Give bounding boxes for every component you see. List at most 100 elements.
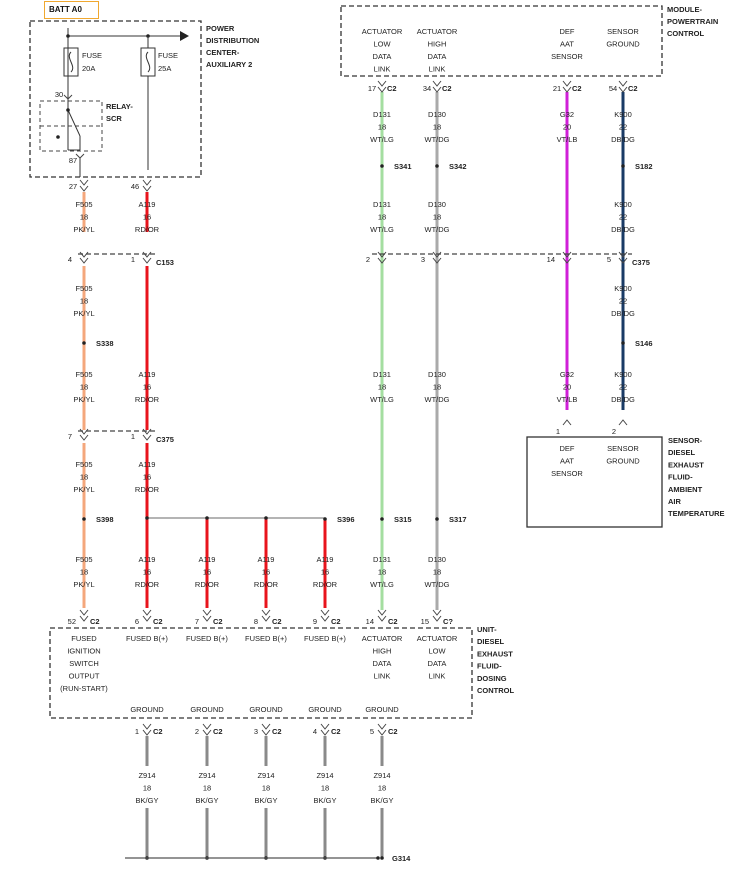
label-a119-line-0: A119: [139, 200, 156, 209]
dosing-title-line-3: FLUID-: [477, 662, 502, 671]
pcm-connector-icon: [562, 80, 572, 93]
relay-pin-30: 30: [55, 90, 63, 99]
label-k900-line-2: DB/DG: [611, 135, 635, 144]
pcm-pin-number-2: 21: [553, 84, 561, 93]
c375a-p1-icon: [377, 251, 387, 264]
pdc-pin-27: 27: [69, 182, 77, 191]
sensor-term-icon: [562, 419, 572, 426]
label-f505-line-2: PK/YL: [73, 309, 94, 318]
dosing-conn-name-4: C2: [331, 617, 341, 626]
dosing-pin-number-3: 8: [254, 617, 258, 626]
sensor-title-line-4: AMBIENT: [668, 485, 703, 494]
c153-p1-pin: 4: [68, 255, 72, 264]
label-d131-line-2: WT/LG: [370, 225, 394, 234]
label-f505-line-2: PK/YL: [73, 225, 94, 234]
bus-node: [66, 34, 70, 38]
dosing-pin-label-6-line-2: DATA: [428, 659, 447, 668]
dosing-pin-label-0-line-1: IGNITION: [67, 647, 100, 656]
dosing-pin-number-1: 6: [135, 617, 139, 626]
label-a119-line-1: 16: [262, 568, 270, 577]
label-d131-line-1: 18: [378, 213, 386, 222]
label-a119-line-1: 16: [203, 568, 211, 577]
bus-arrow-icon: [180, 31, 189, 41]
label-z914-line-1: 18: [262, 784, 270, 793]
c375a-p4-icon: [618, 251, 628, 264]
splice-s317-label: S317: [449, 515, 467, 524]
label-a119-line-0: A119: [139, 460, 156, 469]
ground-pin-4: 5: [370, 727, 374, 736]
fuse-element-icon: [145, 51, 151, 73]
dosing-conn-name-3: C2: [272, 617, 282, 626]
label-d131-line-0: D131: [373, 110, 391, 119]
sensor-title-line-1: DIESEL: [668, 448, 696, 457]
dosing-title-line-4: DOSING: [477, 674, 507, 683]
label-f505-line-1: 18: [80, 213, 88, 222]
splice-s182-label: S182: [635, 162, 653, 171]
bus-junction: [264, 516, 268, 520]
label-d131-line-0: D131: [373, 555, 391, 564]
relay-pin-87: 87: [69, 156, 77, 165]
label-a119-line-2: RD/OR: [254, 580, 279, 589]
pcm-pin-label-0-line-2: DATA: [373, 52, 392, 61]
dosing-conn-name-0: C2: [90, 617, 100, 626]
pcm-conn-name-2: C2: [572, 84, 582, 93]
pcm-pin-label-2-line-1: AAT: [560, 40, 574, 49]
label-a119-line-1: 16: [143, 383, 151, 392]
label-f505-line-0: F505: [75, 370, 92, 379]
pcm-pin-label-1-line-2: DATA: [428, 52, 447, 61]
label-a119-line-0: A119: [258, 555, 275, 564]
c375a-p3-icon: [562, 251, 572, 264]
dosing-title-line-2: EXHAUST: [477, 649, 513, 658]
splice-s341-dot: [380, 164, 384, 168]
label-f505-line-0: F505: [75, 200, 92, 209]
ground-label-3: GROUND: [308, 705, 342, 714]
ground-pin-3: 4: [313, 727, 317, 736]
label-z914-line-0: Z914: [198, 771, 215, 780]
pcm-pin-number-0: 17: [368, 84, 376, 93]
splice-s396-label: S396: [337, 515, 355, 524]
sensor-pin-label-1-line-0: SENSOR: [607, 444, 639, 453]
label-f505-line-2: PK/YL: [73, 580, 94, 589]
dosing-connector-icon: [320, 609, 330, 622]
label-d130-line-2: WT/DG: [425, 580, 450, 589]
sensor-title-line-5: AIR: [668, 497, 682, 506]
label-a119-line-2: RD/OR: [135, 485, 160, 494]
label-d131-line-2: WT/LG: [370, 395, 394, 404]
relay-term-icon: [75, 153, 85, 159]
fuse-25a-label: FUSE: [158, 51, 178, 60]
label-a119-line-1: 16: [143, 473, 151, 482]
splice-s182-dot: [621, 164, 625, 168]
ground-connector-icon: [377, 723, 387, 736]
sensor-pin-label-1-line-1: GROUND: [606, 457, 640, 466]
label-d130-line-1: 18: [433, 383, 441, 392]
c375b-p2-pin: 1: [131, 432, 135, 441]
c375b-p2-icon: [142, 428, 152, 441]
label-f505-line-1: 18: [80, 568, 88, 577]
relay-switch-icon: [67, 109, 81, 137]
ground-label-2: GROUND: [249, 705, 283, 714]
pdc-title-line-1: DISTRIBUTION: [206, 36, 259, 45]
ground-g314: G314: [392, 854, 411, 863]
relay-label-line-1: SCR: [106, 114, 122, 123]
label-d130-line-0: D130: [428, 555, 446, 564]
label-d131-line-0: D131: [373, 200, 391, 209]
c375a-p1-pin: 2: [366, 255, 370, 264]
label-a119-line-2: RD/OR: [195, 580, 220, 589]
label-d130-line-2: WT/DG: [425, 395, 450, 404]
dosing-pin-label-0-line-3: OUTPUT: [69, 672, 100, 681]
label-k900-line-0: K900: [614, 370, 632, 379]
label-z914-line-0: Z914: [138, 771, 155, 780]
sensor-pin-number-0: 1: [556, 427, 560, 436]
fuse-element-icon: [68, 51, 74, 73]
label-a119-line-0: A119: [317, 555, 334, 564]
splice-s317-dot: [435, 517, 439, 521]
label-a119-line-2: RD/OR: [313, 580, 338, 589]
pcm-conn-name-1: C2: [442, 84, 452, 93]
label-z914-line-2: BK/GY: [314, 796, 337, 805]
dosing-box: [49, 627, 473, 719]
splice-s315-label: S315: [394, 515, 412, 524]
label-z914-line-1: 18: [143, 784, 151, 793]
c375a-p2-pin: 3: [421, 255, 425, 264]
pcm-pin-label-3-line-1: GROUND: [606, 40, 640, 49]
